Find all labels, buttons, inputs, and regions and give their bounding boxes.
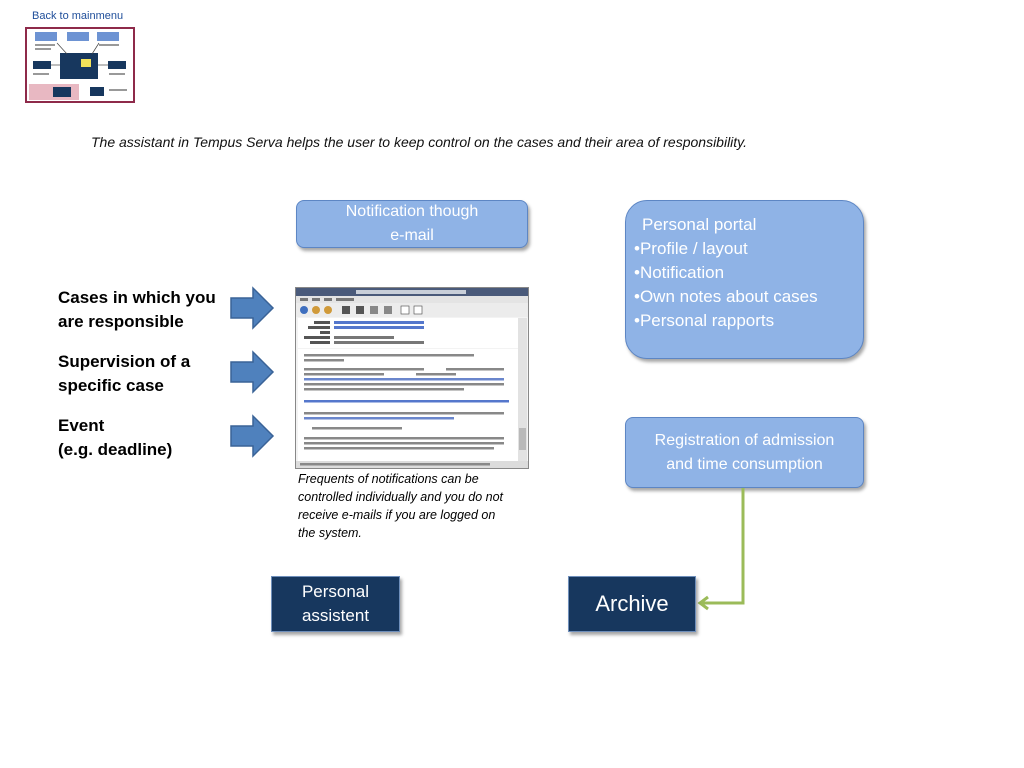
note-line3: receive e-mails if you are logged on [298, 508, 496, 522]
personal-assistent-line2: assistent [301, 606, 370, 625]
trigger-1-line1: Cases in which you [58, 288, 216, 307]
trigger-3-line2: (e.g. deadline) [58, 440, 173, 459]
notification-box-line1: Notification though [345, 203, 479, 220]
right-block-arrow-icon [230, 350, 275, 394]
personal-assistent-line1: Personal [301, 582, 370, 601]
main-menu-thumbnail[interactable] [25, 27, 135, 103]
trigger-2-line1: Supervision of a [58, 352, 191, 371]
trigger-1-line2: are responsible [58, 312, 184, 331]
trigger-supervision: Supervision of a specific case [58, 350, 190, 398]
note-line4: the system. [298, 526, 362, 540]
portal-item-profile: •Profile / layout [634, 239, 748, 258]
note-line1: Frequents of notifications can be [298, 472, 479, 486]
notification-box-line2: e-mail [390, 227, 434, 244]
trigger-event: Event (e.g. deadline) [58, 414, 172, 462]
portal-item-rapports: •Personal rapports [634, 311, 775, 330]
personal-portal-box: Personal portal •Profile / layout •Notif… [625, 200, 864, 359]
notification-note: Frequents of notifications can be contro… [298, 470, 503, 542]
portal-item-own-notes: •Own notes about cases [634, 287, 818, 306]
archive-label: Archive [595, 591, 669, 616]
personal-assistent-box: Personal assistent [271, 576, 400, 632]
email-window-image [296, 288, 528, 468]
back-to-mainmenu-link[interactable]: Back to mainmenu [32, 10, 124, 22]
archive-box: Archive [568, 576, 696, 632]
right-block-arrow-icon [230, 286, 275, 330]
notification-email-box: Notification though e-mail [296, 200, 528, 248]
note-line2: controlled individually and you do not [298, 490, 503, 504]
registration-line2: and time consumption [666, 455, 823, 473]
thumbnail-diagram-icon [29, 32, 127, 100]
registration-line1: Registration of admission [654, 431, 835, 449]
portal-title: Personal portal [642, 215, 757, 234]
trigger-3-line1: Event [58, 416, 105, 435]
connector-arrow-icon [697, 488, 745, 611]
portal-item-notification: •Notification [634, 263, 725, 282]
intro-text: The assistant in Tempus Serva helps the … [91, 134, 748, 150]
email-client-screenshot [295, 287, 529, 469]
trigger-cases-responsible: Cases in which you are responsible [58, 286, 216, 334]
right-block-arrow-icon [230, 414, 275, 458]
registration-box: Registration of admission and time consu… [625, 417, 864, 488]
trigger-2-line2: specific case [58, 376, 164, 395]
